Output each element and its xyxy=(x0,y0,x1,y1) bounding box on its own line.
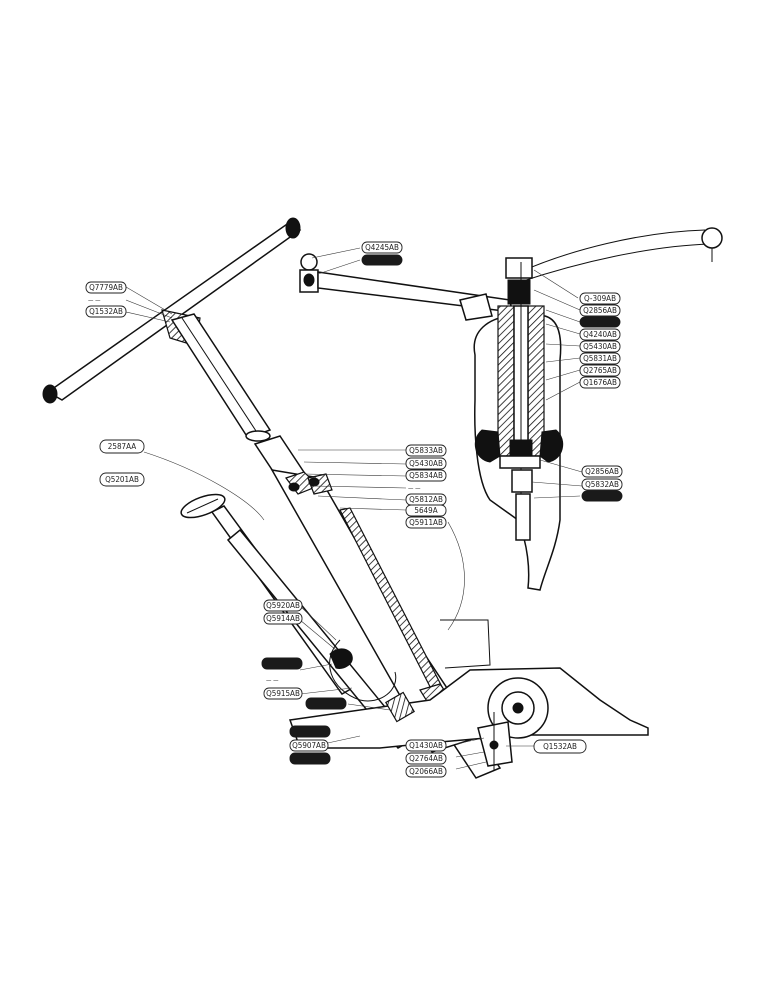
part-label-illegible: — — xyxy=(88,297,101,304)
part-label: Q2856AB xyxy=(581,465,623,478)
svg-text:5649A: 5649A xyxy=(414,506,437,515)
svg-text:Q2856AB: Q2856AB xyxy=(583,306,617,315)
steering-handle xyxy=(42,217,302,404)
svg-text:Q-309AB: Q-309AB xyxy=(584,294,616,303)
svg-text:Q5831AB: Q5831AB xyxy=(583,354,617,363)
svg-text:Q5911AB: Q5911AB xyxy=(409,518,443,527)
part-label: Q5914AB xyxy=(263,612,303,625)
handle-end-knob-left xyxy=(42,384,58,404)
kingpin-assembly xyxy=(473,257,564,591)
part-label-illegible: — — xyxy=(266,677,279,684)
svg-text:Q5834AB: Q5834AB xyxy=(409,471,443,480)
svg-text:Q5430AB: Q5430AB xyxy=(409,459,443,468)
svg-text:— —: — — xyxy=(266,677,279,684)
svg-text:Q5907AB: Q5907AB xyxy=(292,741,326,750)
part-label-blackened xyxy=(289,725,331,738)
part-label: Q5812AB xyxy=(405,493,447,506)
part-label: Q1532AB xyxy=(533,739,587,754)
svg-text:Q1532AB: Q1532AB xyxy=(543,742,577,751)
part-label: Q1532AB xyxy=(85,305,127,318)
part-label: Q4240AB xyxy=(579,328,621,341)
svg-text:Q2765AB: Q2765AB xyxy=(583,366,617,375)
svg-text:Q5832AB: Q5832AB xyxy=(585,480,619,489)
part-label-blackened xyxy=(581,490,623,502)
svg-text:Q7779AB: Q7779AB xyxy=(89,283,123,292)
gear-housing xyxy=(288,619,649,770)
part-label-blackened xyxy=(361,254,403,266)
handle-end-knob xyxy=(285,217,301,239)
tie-rod xyxy=(299,227,723,321)
svg-text:Q1676AB: Q1676AB xyxy=(583,378,617,387)
part-label: Q2764AB xyxy=(405,752,447,765)
svg-text:Q5430AB: Q5430AB xyxy=(583,342,617,351)
part-label: Q1676AB xyxy=(579,376,621,389)
part-label: Q5831AB xyxy=(579,352,621,365)
svg-text:2587AA: 2587AA xyxy=(108,442,136,451)
svg-text:Q1532AB: Q1532AB xyxy=(89,307,123,316)
part-label: Q5907AB xyxy=(289,739,329,752)
part-label: Q2856AB xyxy=(579,304,621,317)
part-label: Q5833AB xyxy=(405,444,447,457)
part-label: Q5430AB xyxy=(405,457,447,470)
svg-text:Q2066AB: Q2066AB xyxy=(409,767,443,776)
part-label-blackened xyxy=(579,316,621,328)
svg-text:Q1430AB: Q1430AB xyxy=(409,741,443,750)
svg-text:Q5201AB: Q5201AB xyxy=(105,475,139,484)
part-label: Q5832AB xyxy=(581,478,623,491)
leader-lines xyxy=(125,247,583,770)
svg-text:Q2856AB: Q2856AB xyxy=(585,467,619,476)
part-label: Q5430AB xyxy=(579,340,621,353)
part-label: Q-309AB xyxy=(579,292,621,305)
svg-text:— —: — — xyxy=(88,297,101,304)
svg-text:Q5915AB: Q5915AB xyxy=(266,689,300,698)
steering-column-lower xyxy=(253,435,502,779)
part-label: Q1430AB xyxy=(405,739,447,752)
part-label: Q5911AB xyxy=(405,516,447,529)
part-label-blackened xyxy=(289,752,331,765)
part-label-blackened xyxy=(305,697,347,710)
part-label: Q5834AB xyxy=(405,469,447,482)
svg-text:Q4245AB: Q4245AB xyxy=(365,243,399,252)
part-label: Q5201AB xyxy=(99,472,145,487)
part-label: 2587AA xyxy=(99,439,145,454)
part-label: Q4245AB xyxy=(361,241,403,254)
part-label-blackened xyxy=(261,657,303,670)
part-label: 5649A xyxy=(405,504,447,517)
part-label: Q2765AB xyxy=(579,364,621,377)
svg-text:Q2764AB: Q2764AB xyxy=(409,754,443,763)
part-labels: Q4245AB Q7779AB — — Q1532AB Q-309AB Q285… xyxy=(85,241,623,778)
part-label-illegible: — — xyxy=(408,485,421,492)
svg-text:Q5833AB: Q5833AB xyxy=(409,446,443,455)
steering-column-upper xyxy=(170,313,272,442)
svg-text:Q5914AB: Q5914AB xyxy=(266,614,300,623)
svg-text:Q4240AB: Q4240AB xyxy=(583,330,617,339)
part-label: Q2066AB xyxy=(405,765,447,778)
svg-text:Q5812AB: Q5812AB xyxy=(409,495,443,504)
part-label: Q5915AB xyxy=(263,687,303,700)
part-label: Q7779AB xyxy=(85,281,127,294)
svg-text:Q5920AB: Q5920AB xyxy=(266,601,300,610)
part-label: Q5920AB xyxy=(263,599,303,612)
svg-text:— —: — — xyxy=(408,485,421,492)
